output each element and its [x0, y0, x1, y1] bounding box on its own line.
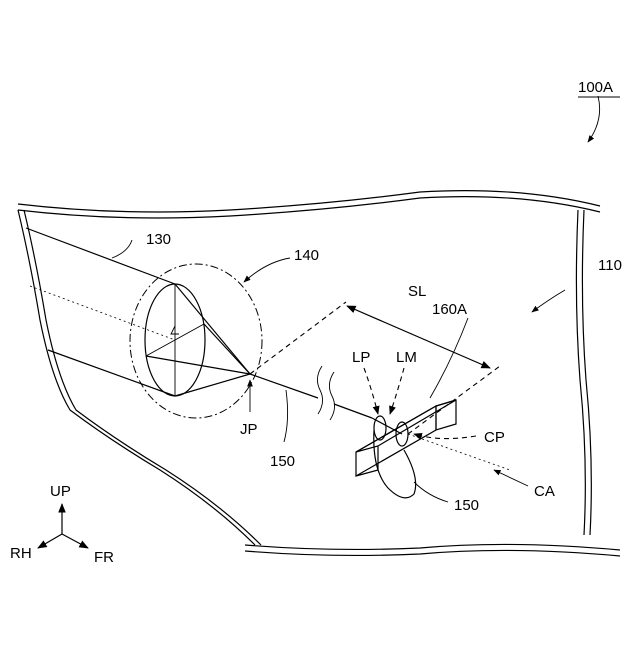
panel-outline [18, 191, 620, 556]
break-mark-icon [329, 372, 334, 420]
axis-rh-label: RH [10, 545, 32, 562]
figure-labels: 100A 110 130 140 SL 160A LP LM CP CA JP … [146, 79, 622, 514]
label-cone-region: 140 [294, 247, 319, 264]
connector-box [356, 400, 456, 476]
axis-fr-label: FR [94, 549, 114, 566]
label-junction-point: JP [240, 421, 258, 438]
label-panel: 110 [598, 257, 622, 274]
label-center-axis: CA [534, 483, 555, 500]
label-assembly: 100A [578, 79, 613, 96]
label-connector: 160A [432, 301, 467, 318]
cone-lines [146, 284, 250, 396]
label-slack-length: SL [408, 283, 426, 300]
rh-arrow-icon [38, 534, 62, 548]
label-loop-portion: LP [352, 349, 370, 366]
label-wire-main: 150 [270, 453, 295, 470]
axis-up-label: UP [50, 483, 71, 500]
label-wire-loop: 150 [454, 497, 479, 514]
break-mark-icon [317, 366, 322, 414]
reference-line-left [250, 302, 346, 374]
leader-lines [112, 96, 600, 502]
label-loop-marker: LM [396, 349, 417, 366]
orientation-axes: UP RH FR [10, 483, 114, 566]
cone-region-ellipse [130, 264, 262, 418]
label-pipe: 130 [146, 231, 171, 248]
fr-arrow-icon [62, 534, 88, 548]
label-connection-point: CP [484, 429, 505, 446]
wire-main [250, 366, 372, 420]
